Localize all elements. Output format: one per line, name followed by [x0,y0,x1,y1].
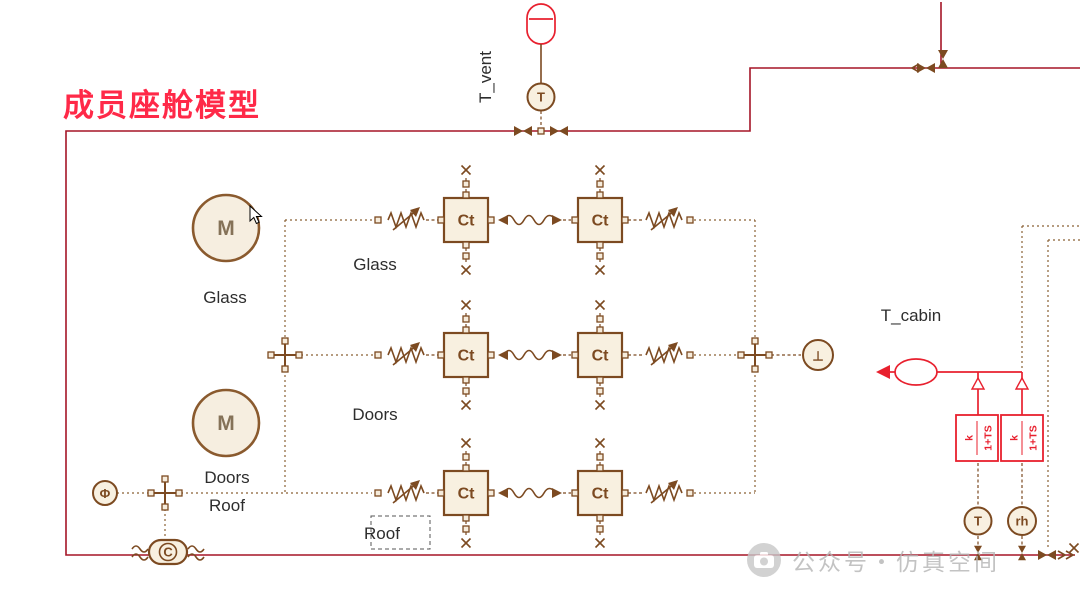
heat-path-row-roof [374,439,694,548]
mass-doors-label: Doors [204,468,249,487]
wave-right-icon [187,553,205,561]
accumulator-icon[interactable] [526,3,556,45]
radiation-doors[interactable] [497,349,563,361]
radiation-glass[interactable] [497,214,563,226]
resistance-glass-right[interactable] [645,206,683,231]
ct-glass-2[interactable] [572,166,628,275]
wave-right-icon [187,545,205,553]
resistance-roof-right[interactable] [645,479,683,504]
mass-glass-label: Glass [203,288,246,307]
watermark: 公众号・仿真空间 [746,542,1000,578]
mass-glass[interactable] [191,193,261,263]
t-vent-sensor[interactable] [526,82,556,112]
heat-path-row-doors [374,301,694,410]
cabin-temp-sensor[interactable] [963,506,993,536]
heat-path-row-glass [374,166,694,275]
mouse-cursor [249,204,263,225]
watermark-logo-icon [747,543,781,577]
ct-doors-2[interactable] [572,301,628,410]
tf-block-1[interactable] [955,414,999,462]
junction-right-main-icon[interactable] [738,338,772,372]
vent-port-right-icon [550,126,568,136]
resistance-roof-left[interactable] [387,479,425,504]
ct-roof-2[interactable] [572,439,628,548]
top-right-valves [910,50,948,73]
thermal-ground[interactable]: ⊥ [802,339,834,371]
flow-chevron-icon [910,63,920,73]
t-cabin-variable[interactable] [894,358,938,386]
t-cabin-assembly: T_cabin rh [876,306,1044,561]
roof-label-selection-box[interactable] [370,515,431,550]
t-cabin-label: T_cabin [881,306,941,325]
tf-block-2[interactable] [1000,414,1044,462]
flow-chevron-icon [1057,550,1067,560]
watermark-text: 公众号・仿真空间 [792,549,1000,575]
valve-vertical-icon[interactable] [938,50,948,68]
resistance-doors-left[interactable] [387,341,425,366]
radiation-roof[interactable] [497,487,563,499]
rh-label: rh [1016,514,1029,529]
resistance-doors-right[interactable] [645,341,683,366]
cabin-humidity-sensor[interactable]: rh [1007,506,1037,536]
page-title: 成员座舱模型 [63,88,261,123]
resistance-glass-left[interactable] [387,206,425,231]
phi-label: Φ [100,486,111,501]
ct-roof-1[interactable] [438,439,494,548]
ground-label: ⊥ [812,349,823,364]
mass-roof-label: Roof [209,496,245,515]
heat-flow-source[interactable] [92,480,118,506]
ct-doors-1[interactable] [438,301,494,410]
junction-left-icon[interactable] [148,476,182,510]
boundary-wires [65,2,1080,556]
vent-assembly: T_vent [476,3,568,136]
row-roof-label: Roof [364,524,400,543]
valve-horizontal-icon[interactable] [917,63,935,73]
row-doors-label: Doors [352,405,397,424]
junction-left-main-icon[interactable] [268,338,302,372]
wave-left-icon [131,553,149,561]
bottom-valve-icon [1038,550,1056,560]
signal-arrowhead-icon [876,365,890,379]
mass-doors-roof[interactable] [191,388,261,458]
ct-glass-1[interactable] [438,166,494,275]
vent-port-left-icon [514,126,532,136]
heat-source-assembly: Φ C [92,476,205,566]
flow-chevron-icon [1065,550,1075,560]
row-glass-label: Glass [353,255,396,274]
thermal-capacitor-c[interactable]: C [131,538,205,566]
bottom-right-ports [1038,542,1080,560]
wave-left-icon [131,545,149,553]
c-label: C [163,545,173,560]
t-vent-label: T_vent [476,51,495,103]
